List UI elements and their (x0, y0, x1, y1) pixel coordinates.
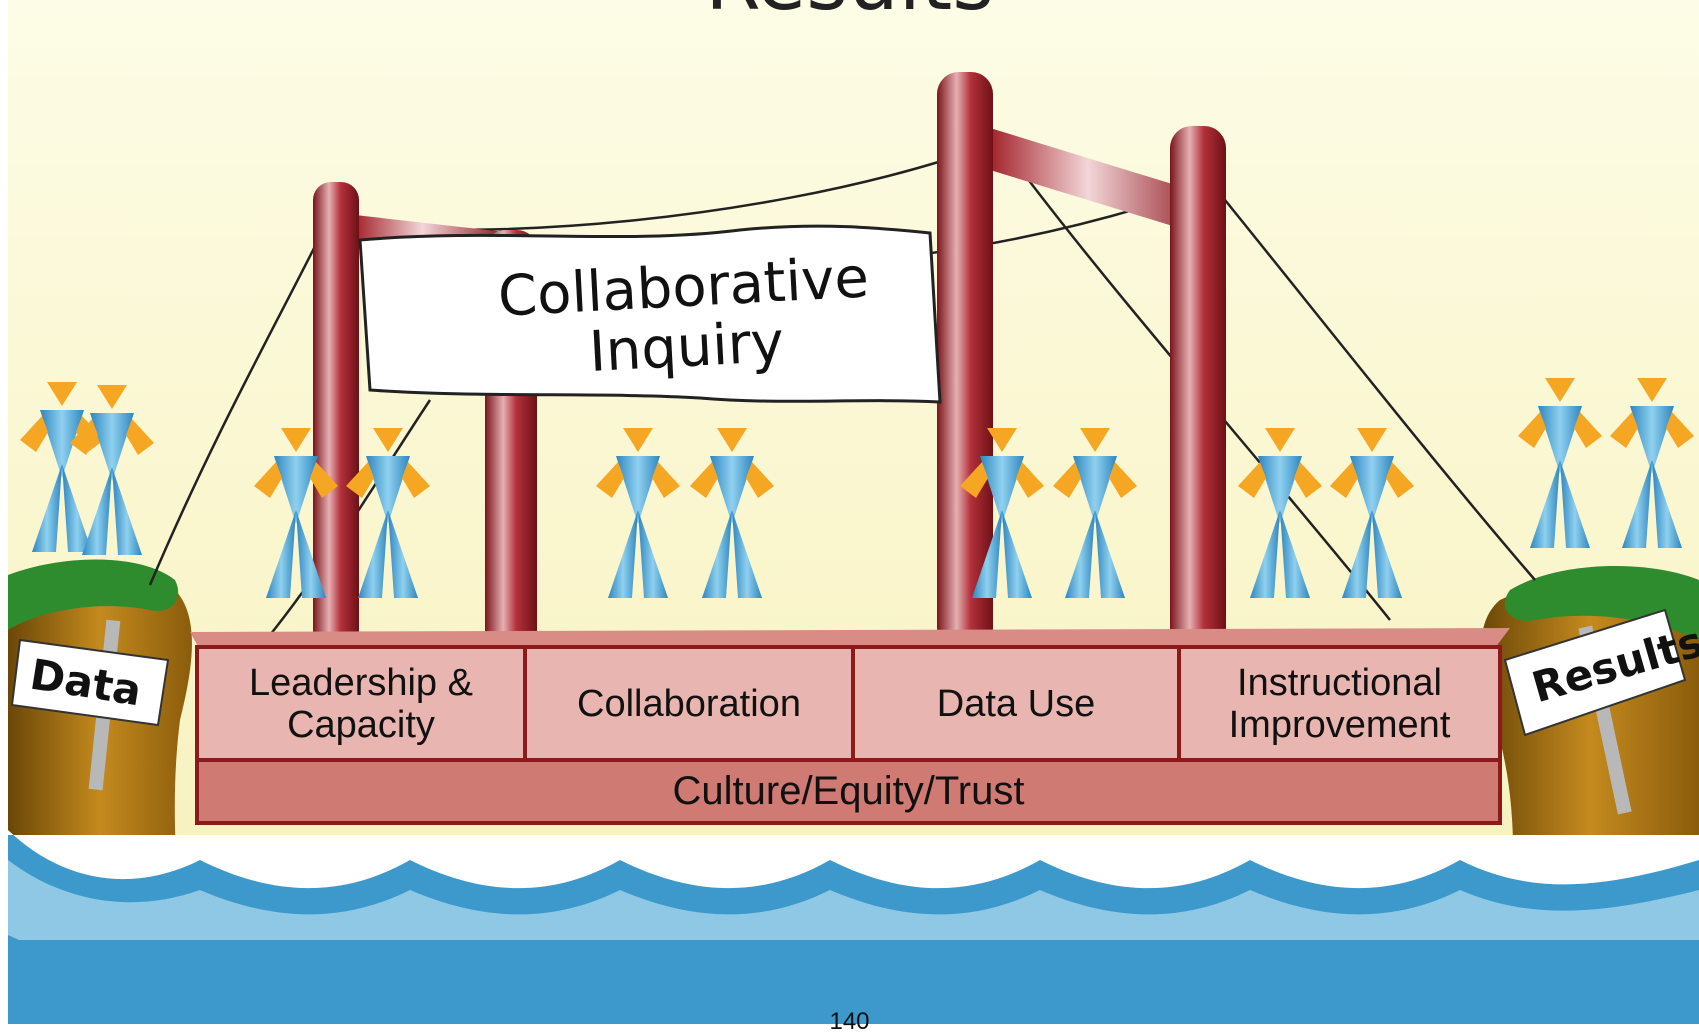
pillar-data-use: Data Use (855, 649, 1181, 758)
pillar-label-line-1: Data Use (936, 682, 1096, 725)
pillar-label-line-2: Capacity (287, 703, 435, 746)
cross-beam (990, 128, 1208, 235)
banner (358, 224, 942, 404)
page-number: 140 (829, 1008, 870, 1035)
pillar-label-line-1: Instructional (1237, 661, 1442, 704)
pillar-instructional-improvement: Instructional Improvement (1181, 649, 1498, 758)
left-grass (8, 559, 179, 630)
foundation-culture-equity-trust: Culture/Equity/Trust (199, 758, 1498, 821)
pillar-collaboration: Collaboration (527, 649, 855, 758)
slide-title: Results (0, 0, 1699, 22)
tower-post (1170, 126, 1226, 650)
pillar-leadership-capacity: Leadership & Capacity (199, 649, 527, 758)
bridge-deck: Leadership & Capacity Collaboration Data… (195, 645, 1502, 825)
pillar-label-line-2: Improvement (1228, 703, 1451, 746)
data-sign (10, 638, 170, 727)
pillar-label-line-1: Collaboration (577, 682, 801, 725)
results-sign (1503, 608, 1687, 737)
tower-post (313, 182, 359, 650)
wave (8, 860, 1699, 940)
tower-post (937, 72, 993, 650)
pillar-label-line-1: Leadership & (249, 661, 473, 704)
